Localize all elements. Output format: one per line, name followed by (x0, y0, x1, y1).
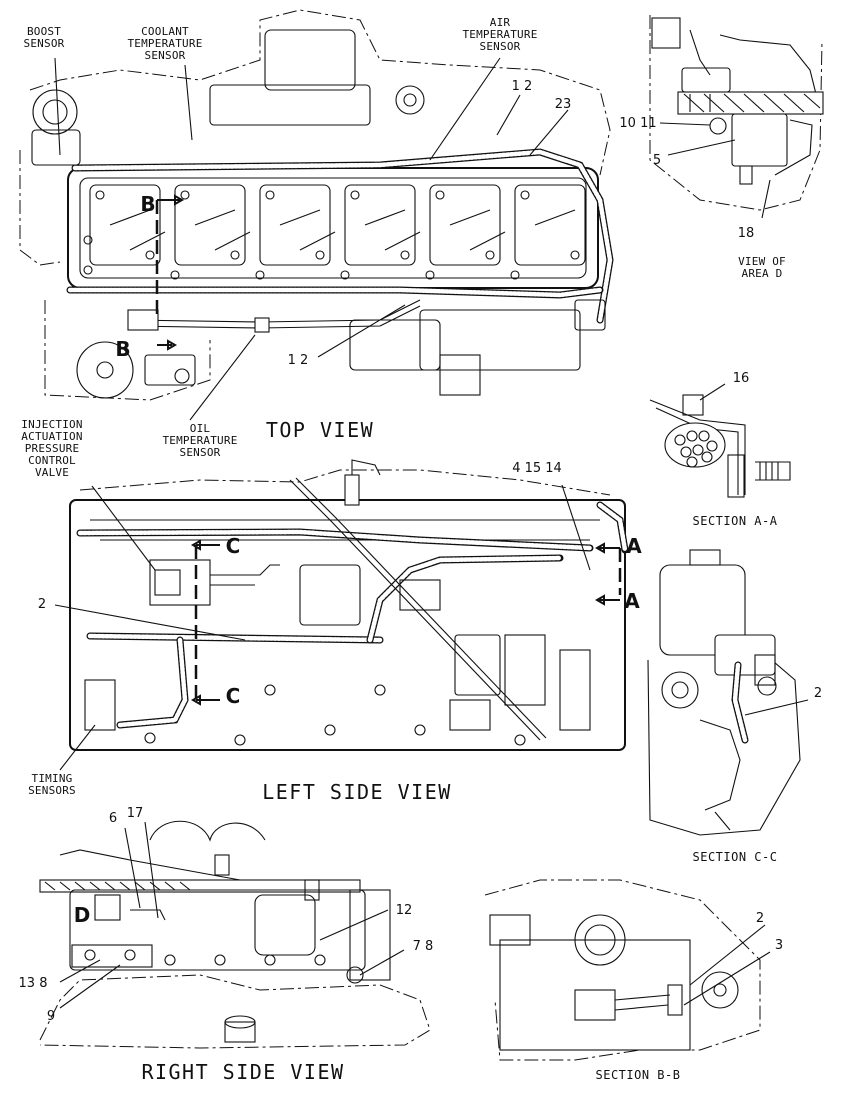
section-aa-drawing (649, 383, 791, 498)
callout-4-15-14: 4 15 14 (512, 461, 562, 476)
section-marker-c-bottom: C (226, 684, 241, 708)
coolant-sensor-label: TEMPERATURE (127, 37, 202, 50)
callout-1-2-top: 1 2 (512, 79, 533, 94)
iap-valve-label: ACTUATION (21, 430, 82, 443)
area-d-drawing (649, 15, 824, 219)
callout-2-cc: 2 (814, 686, 822, 701)
section-cc-drawing (647, 549, 809, 836)
section-aa-title: SECTION A-A (693, 514, 778, 528)
callout-2-bb: 2 (756, 911, 764, 926)
callout-6: 6 (109, 811, 117, 826)
injector-group (89, 184, 586, 266)
iap-valve-label: CONTROL (28, 454, 76, 467)
air-sensor-label: TEMPERATURE (462, 28, 537, 41)
section-marker-a-top: A (626, 534, 642, 558)
boost-sensor-label: BOOST (27, 25, 61, 38)
callout-12: 12 (396, 903, 413, 918)
callout-9: 9 (47, 1009, 55, 1024)
air-sensor-label: SENSOR (480, 40, 521, 53)
oil-sensor-label: SENSOR (180, 446, 221, 459)
coolant-sensor-label: SENSOR (145, 49, 186, 62)
oil-sensor-label: OIL (190, 422, 211, 435)
section-marker-b-top: B (140, 192, 155, 216)
area-marker-d: D (74, 903, 91, 927)
coolant-sensor-label: COOLANT (141, 25, 189, 38)
section-marker-a-bottom: A (624, 589, 640, 613)
section-bb-title: SECTION B-B (596, 1068, 681, 1082)
top-view-title: TOP VIEW (266, 418, 374, 442)
callout-16: 16 (733, 371, 750, 386)
callout-10-11: 10 11 (619, 116, 656, 131)
oil-sensor-label: TEMPERATURE (162, 434, 237, 447)
air-sensor-label: AIR (490, 16, 511, 29)
section-marker-c-top: C (226, 534, 241, 558)
callout-23: 23 (555, 97, 572, 112)
iap-valve-label: INJECTION (21, 418, 82, 431)
right-side-view-drawing (39, 820, 431, 1049)
section-cc-title: SECTION C-C (693, 850, 778, 864)
section-marker-b-bottom: B (115, 337, 130, 361)
left-side-view-drawing (54, 459, 629, 771)
left-side-view-title: LEFT SIDE VIEW (262, 780, 452, 804)
callout-3: 3 (775, 938, 783, 953)
callout-7-8: 7 8 (413, 939, 434, 954)
boost-sensor-label: SENSOR (24, 37, 65, 50)
callout-13-8: 13 8 (19, 976, 48, 991)
callout-18: 18 (738, 226, 755, 241)
right-side-view-title: RIGHT SIDE VIEW (141, 1060, 344, 1084)
area-d-title: VIEW OF (738, 255, 786, 268)
top-view-drawing (19, 9, 614, 421)
section-bb-drawing (484, 879, 771, 1061)
callout-2-left: 2 (38, 597, 46, 612)
callout-1-2-lower: 1 2 (288, 353, 309, 368)
area-d-title: AREA D (742, 267, 783, 280)
callout-17: 17 (127, 806, 144, 821)
timing-sensors-label: SENSORS (28, 784, 76, 797)
iap-valve-label: VALVE (35, 466, 69, 479)
callout-5: 5 (653, 153, 661, 168)
iap-valve-label: PRESSURE (25, 442, 80, 455)
timing-sensors-label: TIMING (32, 772, 73, 785)
